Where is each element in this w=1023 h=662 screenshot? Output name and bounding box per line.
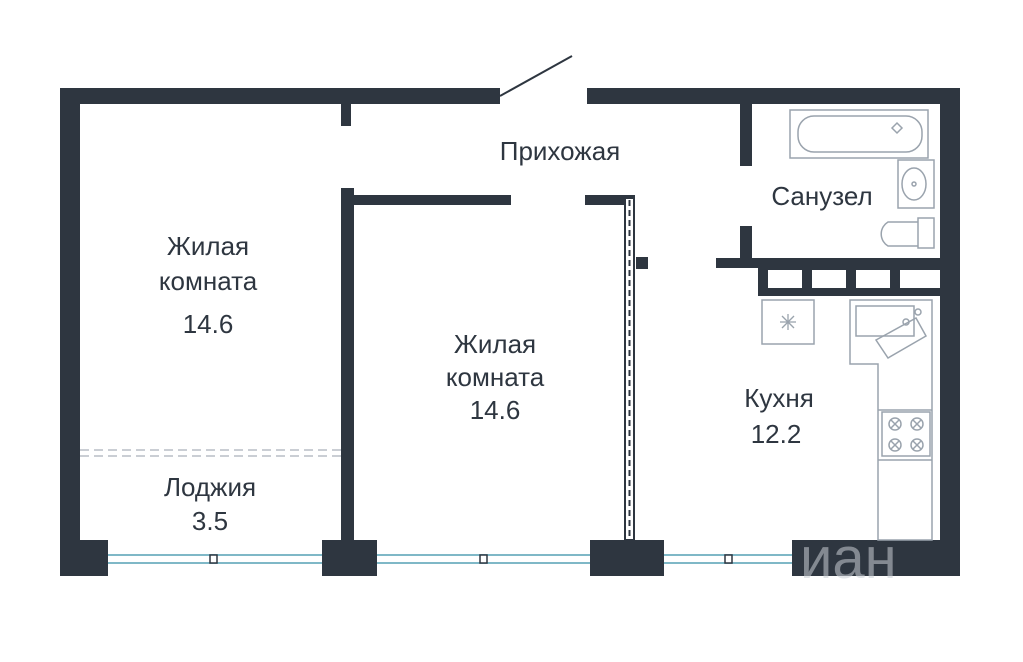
stove-icon: [881, 411, 931, 457]
wall-kitchen-post: [636, 257, 648, 269]
refrigerator-icon: [780, 314, 796, 330]
loggia-area: 3.5: [192, 506, 228, 536]
wall-bath-left-upper: [740, 104, 752, 166]
living-room-2-area: 14.6: [470, 395, 521, 425]
wall-right: [940, 88, 960, 576]
kitchen-name: Кухня: [744, 383, 814, 413]
walls: [60, 88, 960, 576]
window-handles: [209, 554, 733, 564]
wall-left: [60, 88, 80, 576]
pass-through-post-1: [758, 262, 768, 296]
wall-top-left: [60, 88, 500, 104]
bathroom-name: Санузел: [771, 181, 872, 211]
pass-through-post-2: [802, 262, 812, 296]
wall-partition-left: [341, 188, 354, 548]
pier-bottom-mid1: [322, 540, 377, 576]
living-room-2-name-line1: Жилая: [454, 329, 536, 359]
bathtub-icon: [789, 109, 929, 159]
wall-partition-top: [341, 195, 511, 205]
loggia-name: Лоджия: [164, 472, 256, 502]
kitchen-counter: [761, 299, 933, 541]
living-room-1-name-line2: комната: [159, 266, 258, 296]
wall-partition-stub: [585, 195, 635, 205]
pier-bottom-left: [60, 540, 108, 576]
pier-bottom-right: [792, 540, 960, 576]
living-room-1-name-line1: Жилая: [167, 231, 249, 261]
living-room-1-area: 14.6: [183, 309, 234, 339]
sink-icon: [897, 159, 935, 209]
watermark: иан: [800, 526, 897, 591]
kitchen-sink-icon: [855, 305, 928, 360]
partition-hatched: [624, 197, 635, 541]
kitchen-area: 12.2: [751, 419, 802, 449]
wall-bath-left-lower: [740, 226, 752, 260]
entrance-door: [499, 55, 573, 97]
loggia-divider: [80, 449, 341, 457]
toilet-icon: [880, 217, 935, 249]
pass-through-post-4: [890, 262, 900, 296]
pass-through-post-3: [846, 262, 856, 296]
wall-stub-top: [341, 104, 351, 126]
pier-bottom-mid2: [590, 540, 664, 576]
wall-top-right: [587, 88, 959, 104]
hallway-name: Прихожая: [500, 136, 620, 166]
living-room-2-name-line2: комната: [446, 362, 545, 392]
